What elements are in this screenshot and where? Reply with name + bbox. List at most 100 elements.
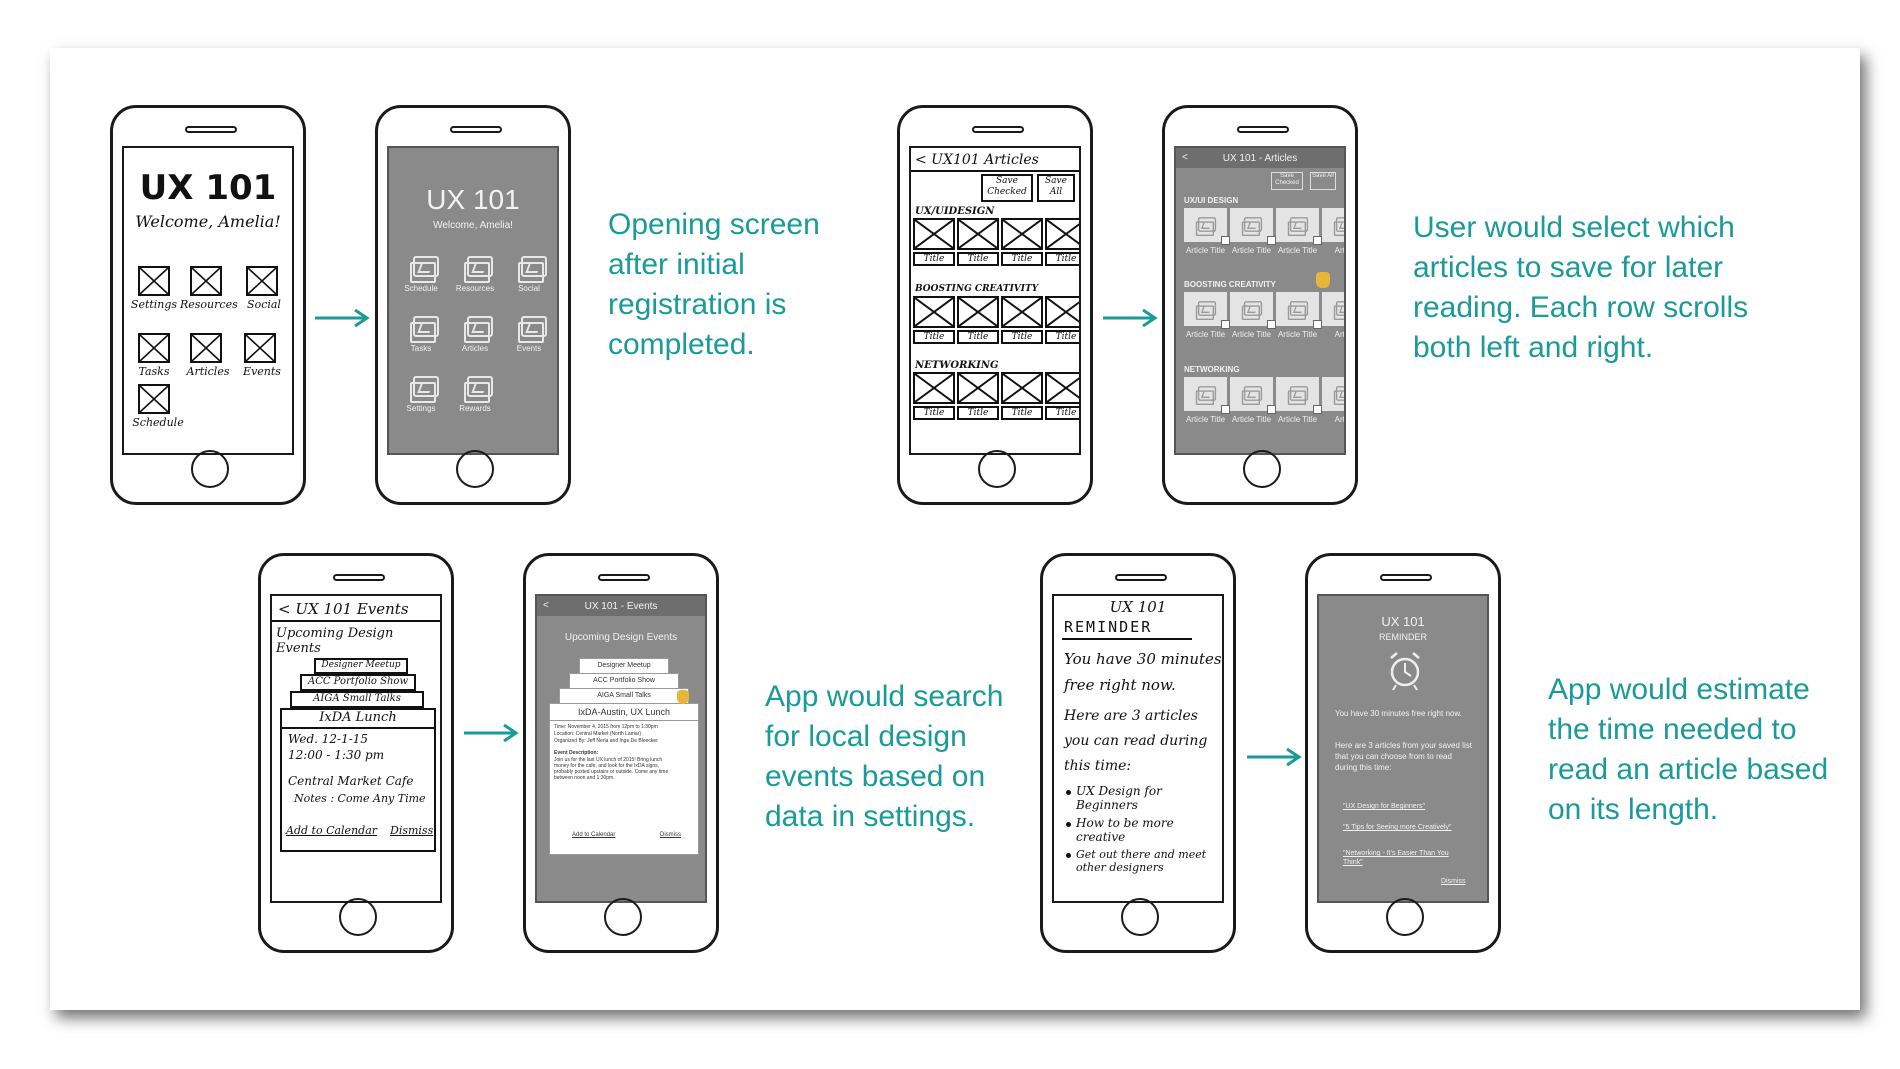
phone-home-button [1243,450,1281,488]
mock-label-rewards[interactable]: Rewards [459,404,491,413]
mock-stack-1[interactable]: Designer Meetup [579,658,669,674]
article-tile[interactable] [1276,292,1322,329]
sketch-label-schedule: Schedule [132,416,184,429]
image-icon [1333,386,1344,406]
mock-phone-articles: < UX 101 - Articles Save Checked Save Al… [1162,105,1358,505]
rewards-icon[interactable] [464,376,493,403]
mock-stack-2[interactable]: ACC Portfolio Show [569,673,679,689]
sketch-label-settings: Settings [130,298,178,311]
sketch-bullet-3: Get out there and meet other designers [1076,848,1207,874]
events-icon[interactable] [518,316,547,343]
article-tile-label: Articl [1334,330,1345,339]
sketch-tile-label: Title [957,252,999,266]
resources-icon[interactable] [464,256,493,283]
article-tile-label: Articl [1334,246,1345,255]
article-checkbox[interactable] [1313,236,1322,245]
mock-events-subtitle: Upcoming Design Events [564,632,678,643]
article-tile-label: Article Title [1277,330,1318,339]
article-checkbox[interactable] [1221,236,1230,245]
mock-save-checked[interactable]: Save Checked [1271,172,1303,190]
sketch-article-tile [1001,372,1043,404]
article-tile[interactable] [1184,377,1230,414]
article-checkbox[interactable] [1221,405,1230,414]
mock-reminder-link-3[interactable]: "Networking - It's Easier Than You Think… [1343,850,1449,866]
sketch-home-screen: UX 101 Welcome, Amelia! Settings Resourc… [122,146,294,455]
article-tile-label: Article Title [1185,330,1226,339]
mock-save-all[interactable]: Save All [1310,172,1336,190]
article-checkbox[interactable] [1221,320,1230,329]
article-tile-label: Article Title [1231,330,1272,339]
article-checkbox[interactable] [1313,320,1322,329]
article-tile[interactable] [1322,292,1344,326]
article-tile[interactable] [1184,208,1230,245]
social-icon[interactable] [518,256,547,283]
image-icon [1195,217,1217,237]
mock-events-back[interactable]: < [543,600,549,611]
schedule-icon[interactable] [410,256,439,283]
article-tile[interactable] [1230,377,1276,414]
sketch-article-tile [1045,372,1079,404]
article-tile-label: Article Title [1277,246,1318,255]
pointer-hand-icon [677,690,689,704]
sketch-icon-resources [190,266,222,296]
mock-label-resources[interactable]: Resources [455,284,495,293]
sketch-label-events: Events [243,365,281,378]
sketch-reminder-title: UX 101 [1109,598,1167,616]
mock-label-settings[interactable]: Settings [406,404,436,413]
mock-card-dismiss[interactable]: Dismiss [660,832,681,838]
sketch-section-3: NETWORKING [915,360,999,371]
article-tile[interactable] [1184,292,1230,329]
sketch-article-tile [957,372,999,404]
image-icon [1287,217,1309,237]
sketch-articles-screen: < UX101 Articles Save Checked Save All U… [909,146,1081,455]
sketch-tile-label: Title [913,252,955,266]
mock-event-card: IxDA-Austin, UX Lunch Time: November 4, … [549,703,699,855]
mock-label-events[interactable]: Events [516,344,542,353]
article-tile[interactable] [1230,292,1276,329]
image-icon [1195,386,1217,406]
mock-card-desc-label: Event Description: [554,750,599,756]
sketch-article-tile [913,372,955,404]
sketch-bullet-1: UX Design for Beginners [1076,784,1162,812]
mock-reminder-link-1[interactable]: "UX Design for Beginners" [1343,803,1426,810]
settings-icon[interactable] [410,376,439,403]
article-tile[interactable] [1322,377,1344,411]
mock-section-2: BOOSTING CREATIVITY [1184,280,1276,289]
mock-stack-3[interactable]: AIGA Small Talks [559,688,689,704]
mock-articles-back[interactable]: < [1182,152,1188,163]
sketch-card-time: 12:00 - 1:30 pm [288,748,385,762]
article-tile[interactable] [1322,208,1344,242]
mock-articles-screen: < UX 101 - Articles Save Checked Save Al… [1174,146,1346,455]
sketch-label-tasks: Tasks [138,365,170,378]
sketch-tile-label: Title [1001,330,1043,344]
article-tile[interactable] [1276,377,1322,414]
article-checkbox[interactable] [1267,236,1276,245]
article-tile[interactable] [1276,208,1322,245]
article-checkbox[interactable] [1267,320,1276,329]
tasks-icon[interactable] [410,316,439,343]
sketch-article-tile [957,296,999,328]
article-tile-label: Article Title [1231,415,1272,424]
sketch-card-date: Wed. 12-1-15 [288,732,369,746]
article-checkbox[interactable] [1267,405,1276,414]
mock-card-add[interactable]: Add to Calendar [572,832,616,838]
sketch-event-card: IxDA Lunch Wed. 12-1-15 12:00 - 1:30 pm … [280,708,436,852]
sketch-card-dismiss: Dismiss [390,824,434,837]
mock-reminder-link-2[interactable]: "5 Tips for Seeing more Creatively" [1343,824,1452,831]
mock-label-tasks[interactable]: Tasks [410,344,432,353]
mock-articles-header: UX 101 - Articles [1222,153,1298,164]
mock-label-articles[interactable]: Articles [461,344,489,353]
mock-reminder-line2: Here are 3 articles from your saved list… [1335,741,1472,772]
mock-label-social[interactable]: Social [518,284,540,293]
article-tile[interactable] [1230,208,1276,245]
phone-home-button [978,450,1016,488]
sketch-article-tile [1001,296,1043,328]
articles-icon[interactable] [464,316,493,343]
sketch-icon-social [246,266,278,296]
mock-label-schedule[interactable]: Schedule [404,284,438,293]
mock-reminder-dismiss[interactable]: Dismiss [1441,878,1466,885]
phone-home-button [1121,898,1159,936]
article-checkbox[interactable] [1313,405,1322,414]
mock-card-location: Location: Central Market (North Lamar) [554,731,641,737]
sketch-tile-label: Title [1001,406,1043,420]
